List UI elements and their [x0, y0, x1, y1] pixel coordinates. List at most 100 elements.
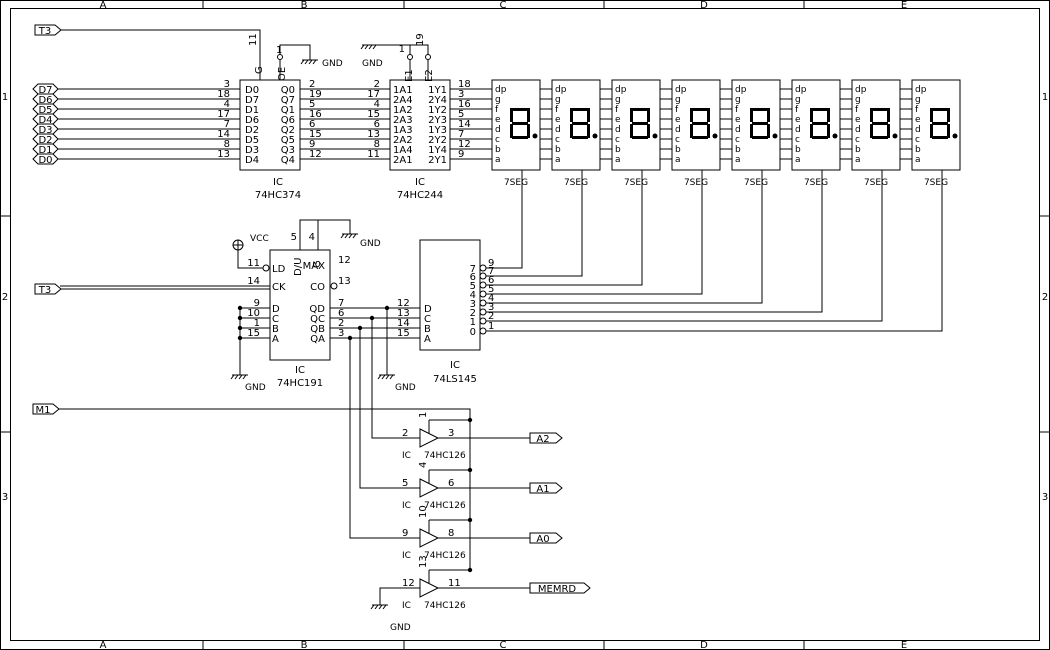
gnd-tick — [312, 59, 317, 65]
display-pin-label: d — [495, 125, 501, 135]
display-pin-label: a — [495, 155, 501, 165]
pin-number: 9 — [458, 149, 464, 160]
pin-number: 12 — [309, 149, 322, 160]
pin-number: 16 — [309, 109, 322, 120]
pin-label: D/U — [293, 258, 304, 276]
data-port-d5-label: D5 — [38, 105, 52, 116]
display-pin-label: e — [795, 115, 801, 125]
display-pin-label: e — [735, 115, 741, 125]
display-segment — [872, 108, 888, 111]
pin-label: 2A4 — [393, 95, 413, 106]
ic-ref: IC — [415, 177, 425, 188]
pin-number: 3 — [488, 302, 494, 313]
display-segment — [750, 124, 753, 138]
frame-column-label: A — [100, 640, 107, 650]
display-segment — [752, 122, 768, 125]
display-segment — [810, 108, 813, 122]
display-segment — [510, 108, 513, 122]
gnd-tick — [234, 374, 239, 380]
pin-number: 3 — [338, 328, 344, 339]
ic-part: 74HC244 — [397, 190, 443, 201]
ic-74hc374: 11G1OEGNDD03D718D14D617D27D514D38D413Q02… — [217, 33, 390, 201]
inner-border — [10, 8, 1040, 641]
pin-label: QB — [310, 324, 325, 335]
co-bubble — [330, 282, 338, 290]
wire-t3-to-g — [61, 29, 261, 80]
gnd-tick — [372, 44, 377, 50]
display-pin-label: a — [795, 155, 801, 165]
display-segment — [707, 108, 710, 122]
pin-number: 1 — [399, 44, 405, 55]
pin-label: 1Y4 — [428, 145, 447, 156]
pin-number: 1 — [276, 45, 282, 56]
a1-port — [529, 482, 563, 494]
wire-digit-select — [486, 190, 583, 277]
m1-port-label: M1 — [36, 405, 51, 416]
pin-number: 4 — [488, 293, 494, 304]
pin-number: 15 — [247, 328, 260, 339]
frame-row-label: 1 — [2, 92, 8, 103]
pin-label: D — [272, 304, 280, 315]
frame-column-label: D — [700, 0, 708, 11]
pin-label: 1Y3 — [428, 125, 447, 136]
display-pin-label: f — [915, 105, 919, 115]
display-segment — [647, 108, 650, 122]
display-label: 7SEG — [504, 178, 528, 188]
pin-label: 3 — [470, 299, 476, 310]
pin-label: LD — [272, 264, 286, 275]
pin-label: Q2 — [281, 125, 295, 136]
pin-number: 6 — [309, 119, 315, 130]
pin-number: 7 — [488, 266, 494, 277]
display-segment — [810, 124, 813, 138]
display-pin-label: c — [795, 135, 800, 145]
display-pin-label: f — [555, 105, 559, 115]
pin-number: 5 — [458, 109, 464, 120]
pin-label: D3 — [245, 145, 259, 156]
display-pin-label: b — [675, 145, 681, 155]
display-decimal-point — [712, 133, 718, 139]
display-label: 7SEG — [804, 178, 828, 188]
display-pin-label: b — [735, 145, 741, 155]
display-pin-label: dp — [795, 85, 807, 95]
pin-number: 2 — [488, 311, 494, 322]
junction-dot — [467, 567, 473, 573]
decoder-output-bubble — [479, 272, 487, 280]
frame-column-label: B — [301, 0, 308, 11]
gnd-tick — [304, 59, 309, 65]
gnd-tick — [238, 374, 243, 380]
gnd-tick — [381, 374, 386, 380]
display-pin-label: g — [855, 95, 861, 105]
frame-column-label: C — [500, 640, 507, 650]
decoder-output-bubble — [479, 290, 487, 298]
junction-dot — [237, 315, 243, 321]
display-pin-label: d — [735, 125, 741, 135]
frame-column-label: C — [500, 0, 507, 11]
display-pin-label: c — [735, 135, 740, 145]
a2-port — [529, 432, 563, 444]
display-segment — [812, 108, 828, 111]
display-label: 7SEG — [624, 178, 648, 188]
display-pin-label: d — [555, 125, 561, 135]
display-decimal-point — [832, 133, 838, 139]
pin-label: 2 — [470, 308, 476, 319]
gnd-tick — [382, 604, 387, 610]
wire-digit-select — [486, 190, 823, 313]
display-segment — [570, 124, 573, 138]
wire-digit-select — [486, 190, 763, 304]
decoder-output-bubble — [479, 327, 487, 335]
pin-number: 19 — [309, 89, 322, 100]
display-segment — [812, 122, 828, 125]
pin-label: 6 — [470, 272, 476, 283]
display-segment — [572, 122, 588, 125]
pin-label: Q0 — [281, 85, 295, 96]
display-pin-label: d — [615, 125, 621, 135]
pin-number: 7 — [224, 119, 230, 130]
pin-number: 6 — [448, 478, 454, 489]
display-segment — [690, 108, 693, 122]
decoder-output-bubble — [479, 317, 487, 325]
a0-port — [529, 532, 563, 544]
pin-label: CO — [310, 282, 325, 293]
